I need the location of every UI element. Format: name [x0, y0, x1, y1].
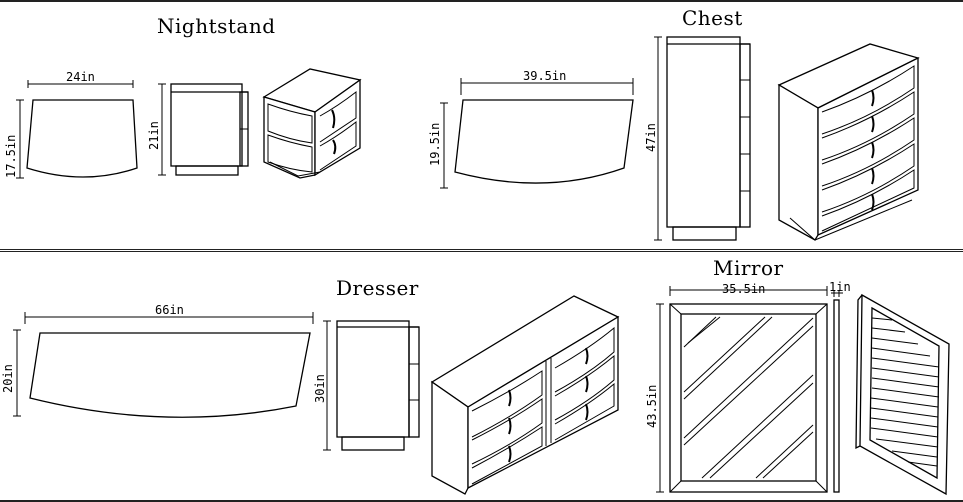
- nightstand-title: Nightstand: [157, 14, 276, 38]
- chest-width-label: 39.5in: [523, 69, 567, 83]
- dresser-title: Dresser: [336, 276, 419, 300]
- mirror-front-view: [656, 286, 828, 493]
- dresser-depth-label: 20in: [1, 364, 15, 393]
- nightstand-depth-label: 17.5in: [4, 134, 18, 178]
- nightstand-width-label: 24in: [66, 70, 95, 84]
- chest-depth-label: 19.5in: [428, 122, 442, 166]
- dresser-top-view: [13, 312, 314, 418]
- chest-height-label: 47in: [644, 123, 658, 152]
- mirror-iso-glass-hatching: [870, 317, 940, 467]
- top-panel: [0, 0, 963, 250]
- mirror-side-view: [831, 290, 843, 493]
- dresser-height-label: 30in: [313, 374, 327, 403]
- nightstand-top-view: [16, 80, 138, 179]
- mirror-iso-view: [855, 293, 950, 496]
- nightstand-iso-view: [262, 68, 362, 179]
- chest-top-view: [440, 78, 634, 189]
- mirror-glass-hatching: [683, 316, 814, 479]
- chest-title: Chest: [682, 6, 743, 30]
- chest-side-view: [654, 36, 751, 241]
- mirror-title: Mirror: [713, 256, 784, 280]
- mirror-thickness-label: 1in: [829, 280, 851, 294]
- dresser-side-view: [323, 320, 420, 451]
- dresser-width-label: 66in: [155, 303, 184, 317]
- nightstand-side-view: [158, 83, 249, 176]
- chest-iso-view: [777, 43, 920, 241]
- dresser-iso-view: [430, 295, 620, 495]
- bottom-panel: [0, 251, 963, 502]
- mirror-width-label: 35.5in: [722, 282, 766, 296]
- mirror-height-label: 43.5in: [645, 384, 659, 428]
- nightstand-height-label: 21in: [147, 121, 161, 150]
